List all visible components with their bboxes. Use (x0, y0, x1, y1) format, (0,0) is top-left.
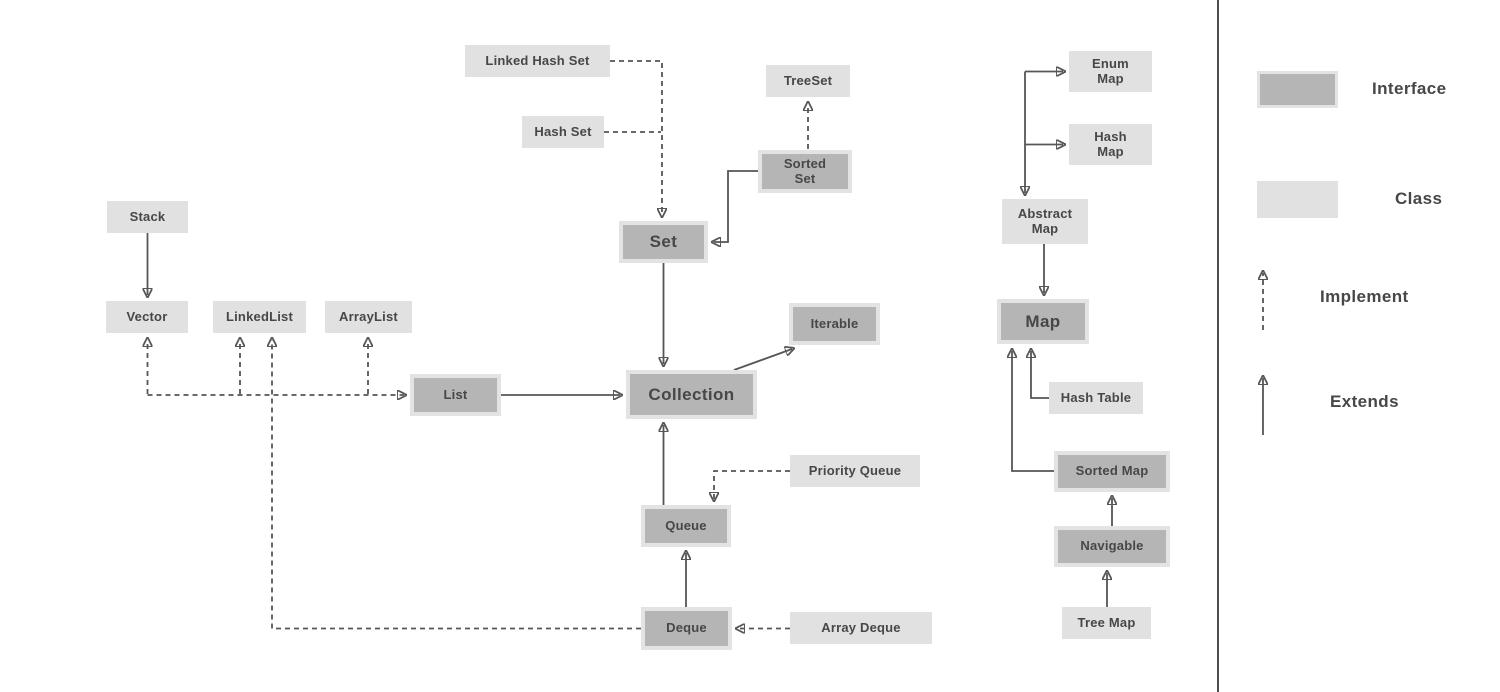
node-iterable: Iterable (789, 303, 880, 345)
legend-interface-swatch (1257, 71, 1338, 108)
node-sorted-map: Sorted Map (1054, 451, 1170, 492)
node-deque: Deque (641, 607, 732, 650)
node-priority-queue: Priority Queue (790, 455, 920, 487)
node-sorted-set: Sorted Set (758, 150, 852, 193)
arrow-collection-extends-iterable (733, 349, 792, 371)
arrow-priorityqueue-implements-queue (714, 470, 790, 499)
arrow-hashtable-extends-map (1031, 351, 1049, 399)
node-linked-hash-set: Linked Hash Set (465, 45, 610, 77)
legend-extends-label: Extends (1330, 392, 1399, 411)
legend-divider (1217, 0, 1219, 692)
node-linked-list: LinkedList (213, 301, 306, 333)
legend-implement-label: Implement (1320, 287, 1409, 306)
node-abstract-map: Abstract Map (1002, 199, 1088, 244)
arrow-sortedset-extends-set (714, 170, 758, 242)
node-collection: Collection (626, 370, 757, 419)
node-map: Map (997, 299, 1089, 344)
node-vector: Vector (106, 301, 188, 333)
arrow-sortedmap-extends-map (1012, 351, 1054, 472)
node-hash-table: Hash Table (1049, 382, 1143, 414)
legend-interface-label: Interface (1372, 79, 1447, 98)
node-set: Set (619, 221, 708, 263)
node-tree-map: Tree Map (1062, 607, 1151, 639)
node-enum-map: Enum Map (1069, 51, 1152, 92)
arrow-deque-line-to-linkedlist (272, 340, 641, 630)
node-list: List (410, 374, 501, 416)
node-tree-set: TreeSet (766, 65, 850, 97)
node-stack: Stack (107, 201, 188, 233)
node-array-deque: Array Deque (790, 612, 932, 644)
node-queue: Queue (641, 505, 731, 547)
legend-class-label: Class (1395, 189, 1443, 208)
node-array-list: ArrayList (325, 301, 412, 333)
node-hash-set: Hash Set (522, 116, 604, 148)
node-navigable: Navigable (1054, 526, 1170, 567)
legend-class-swatch (1257, 181, 1338, 218)
arrow-linkedhashset-implements-set (610, 60, 662, 215)
node-hash-map: Hash Map (1069, 124, 1152, 165)
